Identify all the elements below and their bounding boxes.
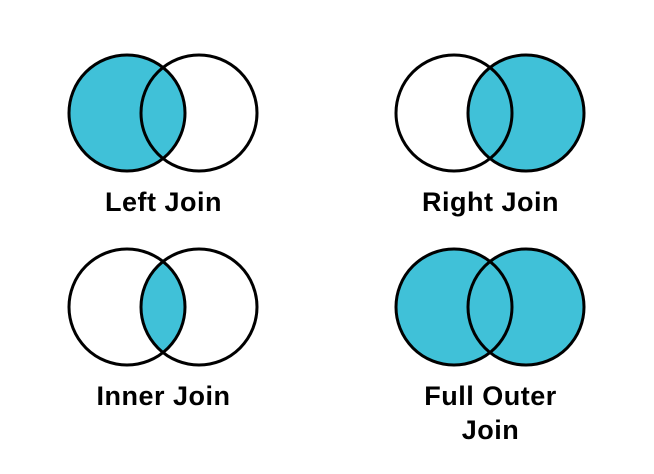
right-circle-outline — [139, 53, 258, 173]
right-join-label: Right Join — [422, 187, 559, 217]
full-outer-join-venn-diagram — [394, 247, 585, 367]
intersection-fill — [140, 261, 185, 353]
right-circle-outline — [466, 247, 585, 367]
left-join-label: Left Join — [105, 187, 222, 217]
right-circle-outline — [139, 247, 258, 367]
right-circle-outline — [466, 53, 585, 173]
left-circle-outline — [394, 247, 513, 367]
left-join-venn-diagram — [67, 53, 258, 173]
inner-join-panel: Inner Join — [0, 237, 327, 474]
full-outer-join-label: Full Outer Join — [424, 381, 557, 445]
left-circle-fill — [68, 55, 185, 171]
left-circle-outline — [67, 53, 186, 173]
left-circle-outline — [394, 53, 513, 173]
right-circle-fill — [467, 55, 584, 171]
full-outer-join-panel: Full Outer Join — [327, 237, 654, 474]
inner-join-venn-diagram — [67, 247, 258, 367]
right-join-venn-diagram — [394, 53, 585, 173]
right-join-panel: Right Join — [327, 0, 654, 237]
inner-join-label: Inner Join — [96, 381, 231, 411]
right-circle-fill — [467, 249, 584, 365]
left-join-panel: Left Join — [0, 0, 327, 237]
left-circle-outline — [67, 247, 186, 367]
